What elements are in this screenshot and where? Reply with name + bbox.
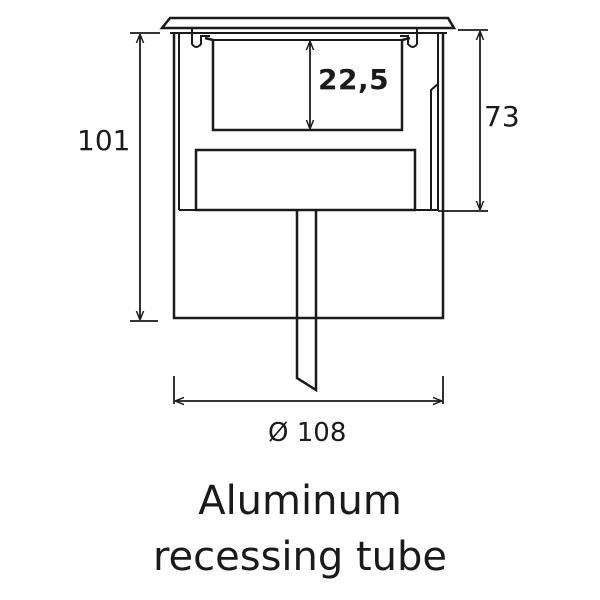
dim-label-insert-depth: 73 xyxy=(484,100,520,133)
right-step xyxy=(430,83,439,210)
lower-module xyxy=(194,148,417,212)
caption-subtitle: recessing tube xyxy=(152,534,448,580)
cable xyxy=(295,210,318,393)
left-clip xyxy=(191,28,210,48)
top-flange xyxy=(159,16,457,30)
dim-label-diameter: Ø 108 xyxy=(268,418,347,448)
tube-inner-wall xyxy=(178,33,439,210)
right-clip xyxy=(400,28,418,48)
tube-outer-wall xyxy=(172,33,445,320)
dim-label-inner-depth: 22,5 xyxy=(318,63,390,96)
caption-title: Aluminum xyxy=(198,478,402,524)
dim-label-total-height: 101 xyxy=(77,124,131,157)
luminaire-cup xyxy=(204,36,411,132)
